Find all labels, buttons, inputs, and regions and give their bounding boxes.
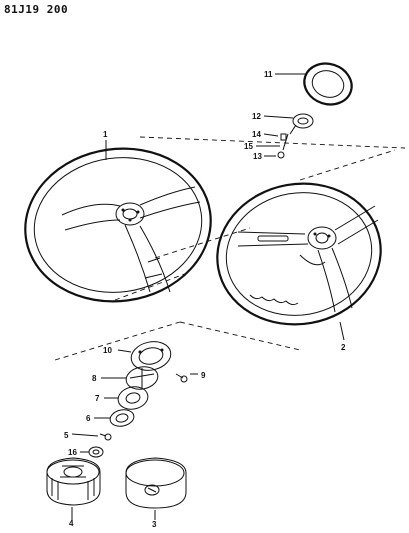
diagram-code: 81J19 200: [4, 3, 69, 16]
callout-2: 2: [341, 343, 346, 352]
spring-plate-8: [125, 366, 159, 390]
horn-button-3: [125, 457, 187, 509]
steering-wheel-2: [216, 182, 382, 326]
callout-15: 15: [244, 142, 253, 151]
callout-10: 10: [103, 346, 112, 355]
screw-5: [99, 433, 112, 441]
callout-8: 8: [92, 374, 97, 383]
callout-5: 5: [64, 431, 69, 440]
steering-wheel-1: [24, 147, 212, 303]
contact-plate-12: [289, 113, 314, 135]
callout-7: 7: [95, 394, 100, 403]
callout-16: 16: [68, 448, 77, 457]
callout-12: 12: [252, 112, 261, 121]
callout-14: 14: [252, 130, 261, 139]
alignment-lines: [54, 136, 406, 361]
callout-3: 3: [152, 520, 157, 529]
callout-9: 9: [201, 371, 206, 380]
callout-1: 1: [103, 130, 108, 139]
callout-13: 13: [253, 152, 262, 161]
horn-button-4: [46, 457, 101, 506]
nut-16: [88, 446, 104, 458]
callout-11: 11: [264, 70, 273, 79]
callouts: 1 2 3 4 5 6 7 8 9 10 11 12 13 14 15 16: [64, 70, 346, 529]
retainer-6: [109, 409, 135, 427]
horn-bezel-11: [303, 62, 353, 106]
screw-9: [175, 373, 188, 383]
callout-4: 4: [69, 519, 74, 528]
leader-lines: [71, 73, 345, 520]
callout-6: 6: [86, 414, 91, 423]
contact-disc-7: [117, 386, 149, 410]
small-hardware-13-14-15: [277, 133, 289, 159]
